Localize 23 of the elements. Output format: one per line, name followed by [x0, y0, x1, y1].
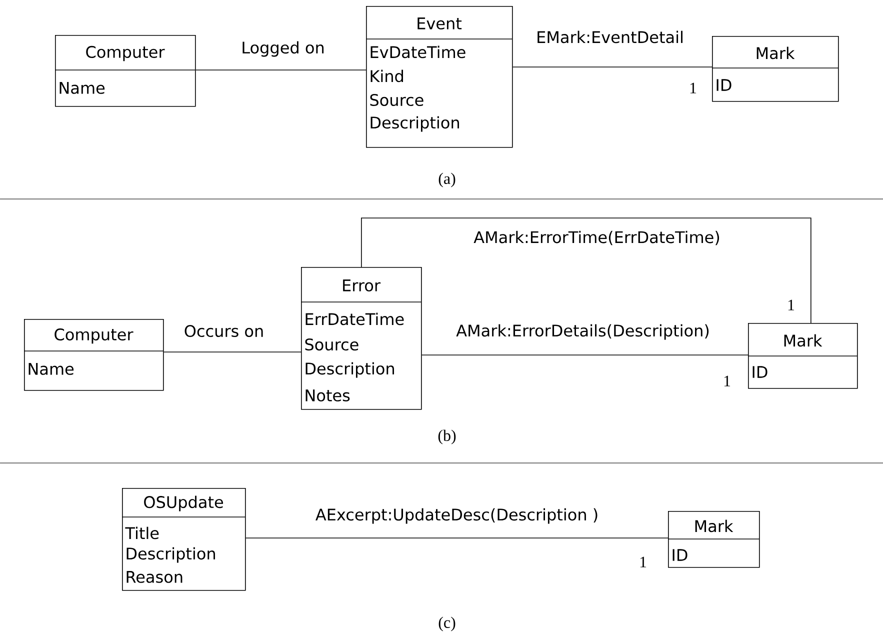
edge-label: AExcerpt:UpdateDesc(Description )	[314, 507, 600, 525]
class-box: Mark ID	[712, 36, 839, 102]
edge-label: AMark:ErrorDetails(Description)	[455, 323, 711, 341]
edge-label: AMark:ErrorTime(ErrDateTime)	[472, 230, 722, 246]
caption: (c)	[438, 616, 456, 632]
class-box: Event EvDateTime Kind Source Description	[366, 6, 513, 148]
multiplicity-label: 1	[724, 376, 730, 386]
multiplicity-label: 1	[690, 82, 696, 94]
connector-line	[421, 354, 748, 356]
class-box: Mark ID	[748, 323, 858, 389]
edge-label: Occurs on	[182, 324, 266, 338]
caption: (b)	[438, 430, 456, 444]
connector-line	[512, 66, 712, 68]
class-box: Computer Name	[24, 319, 164, 391]
edge-label: EMark:EventDetail	[535, 30, 685, 44]
edge-label: Logged on	[240, 40, 326, 58]
class-box: Mark ID	[668, 511, 760, 568]
connector-line	[361, 218, 812, 324]
class-box: OSUpdate Title Description Reason	[122, 488, 246, 591]
class-box: Computer Name	[54, 35, 196, 107]
class-box: Error ErrDateTime Source Description Notes	[300, 267, 422, 410]
caption: (a)	[438, 172, 456, 188]
multiplicity-label: 1	[640, 556, 646, 568]
